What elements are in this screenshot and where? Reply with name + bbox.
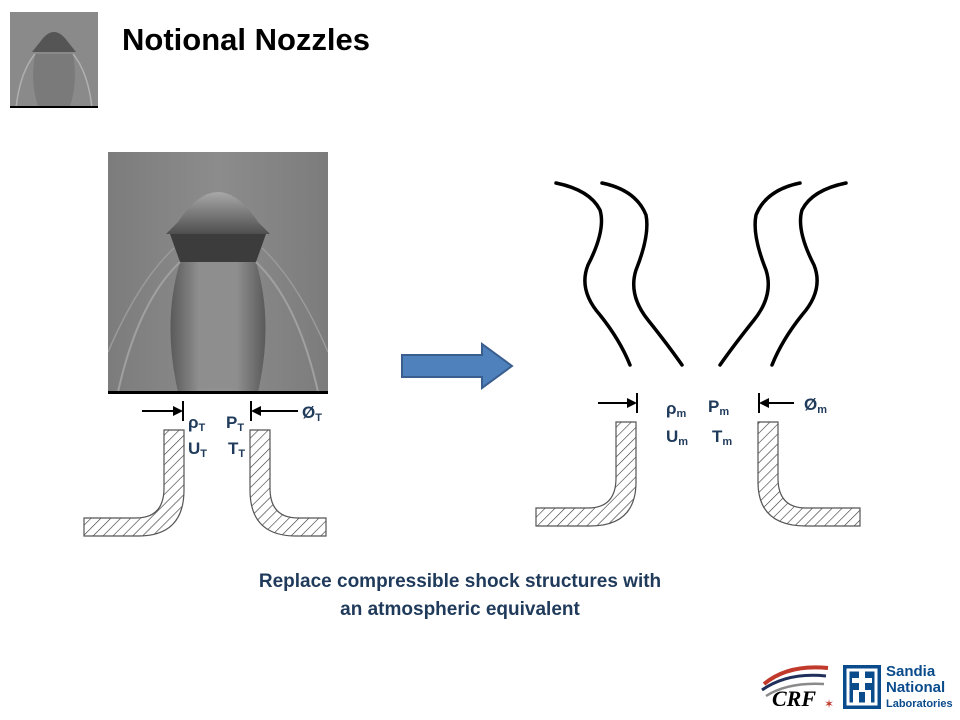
left-temperature-label: TT bbox=[228, 439, 246, 460]
right-pressure-label: Pm bbox=[708, 397, 730, 418]
transform-arrow bbox=[401, 342, 514, 390]
caption-line-2: an atmospheric equivalent bbox=[340, 599, 580, 620]
sandia-logo-text: Sandia National Laboratories bbox=[886, 664, 953, 712]
right-diameter-arrows bbox=[598, 393, 794, 413]
slide-title: Notional Nozzles bbox=[122, 22, 371, 57]
left-nozzle-walls bbox=[83, 429, 327, 537]
crf-logo-text: CRF bbox=[772, 686, 816, 711]
right-nozzle-wall-left bbox=[535, 421, 637, 527]
left-nozzle-wall-left bbox=[83, 429, 185, 537]
sandia-line-3: Laboratories bbox=[886, 698, 953, 710]
right-density-label: ρm bbox=[666, 399, 687, 420]
sandia-line-1: Sandia bbox=[886, 663, 936, 680]
right-velocity-label: Um bbox=[666, 427, 689, 448]
shock-structure-image bbox=[108, 152, 328, 394]
svg-text:✶: ✶ bbox=[824, 697, 834, 711]
left-pressure-label: PT bbox=[226, 413, 245, 434]
crf-logo: CRF ✶ bbox=[761, 665, 834, 711]
left-nozzle-wall-right bbox=[249, 429, 327, 537]
sandia-line-2: National bbox=[886, 679, 946, 696]
left-density-label: ρT bbox=[188, 413, 206, 434]
left-velocity-label: UT bbox=[188, 439, 208, 460]
sandia-thunderbird-icon bbox=[843, 665, 881, 709]
caption-line-1: Replace compressible shock structures wi… bbox=[258, 571, 662, 592]
right-nozzle-wall-right bbox=[757, 421, 861, 527]
slide-caption: Replace compressible shock structures wi… bbox=[200, 568, 720, 624]
left-diameter-label: ØT bbox=[302, 403, 322, 424]
thumbnail-shock-image bbox=[10, 12, 98, 108]
atmospheric-plume-outline bbox=[554, 181, 848, 367]
right-nozzle-walls bbox=[535, 421, 861, 527]
right-temperature-label: Tm bbox=[712, 427, 733, 448]
left-diameter-arrows bbox=[142, 401, 298, 421]
right-diameter-label: Øm bbox=[804, 395, 828, 416]
